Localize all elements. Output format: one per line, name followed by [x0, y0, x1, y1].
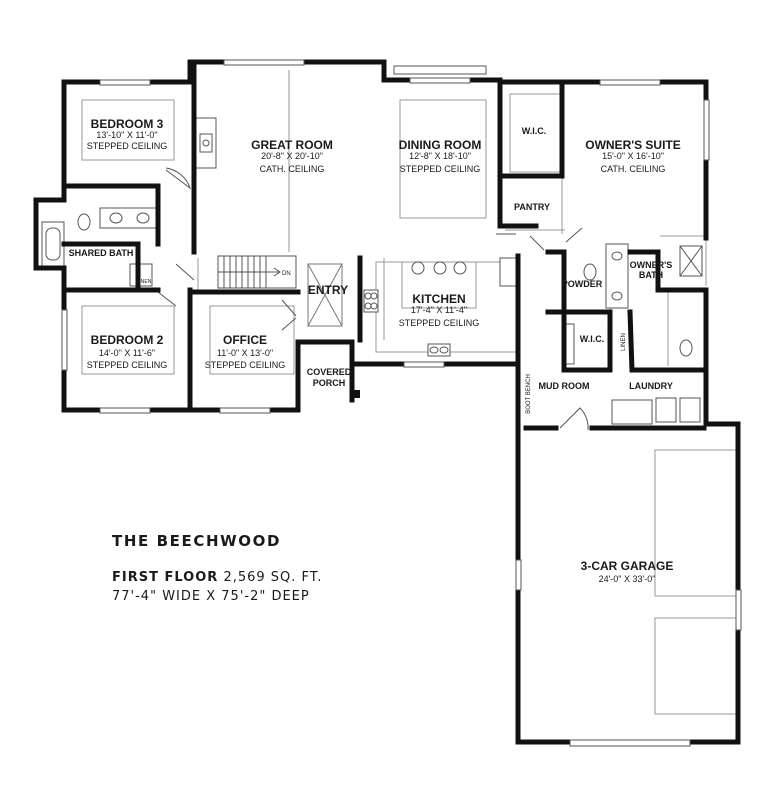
- overall-dimensions: 77'-4" WIDE X 75'-2" DEEP: [112, 589, 310, 604]
- door-swings: [157, 167, 589, 431]
- plan-title-block: THE BEECHWOOD FIRST FLOOR 2,569 SQ. FT. …: [112, 532, 372, 606]
- entry-rug: [307, 263, 343, 327]
- great-room-size: 20'-8" X 20'-10": [261, 151, 323, 161]
- bedroom2-name: BEDROOM 2: [91, 333, 164, 347]
- wic-owner-label: W.I.C.: [522, 126, 547, 136]
- floor-area: 2,569 SQ. FT.: [223, 570, 323, 585]
- boot-bench-label: BOOT BENCH: [526, 374, 532, 414]
- shared-bath-label: SHARED BATH: [69, 248, 134, 258]
- bedroom2-size: 14'-0" X 11'-6": [99, 348, 155, 358]
- great-room-ceiling: CATH. CEILING: [260, 164, 325, 174]
- staircase: [217, 255, 297, 289]
- floor-area-line: FIRST FLOOR 2,569 SQ. FT.: [112, 568, 372, 587]
- covered-porch-label-1: COVERED: [307, 367, 352, 377]
- linen-mud-label: LINEN: [621, 333, 627, 351]
- floor-label: FIRST FLOOR: [112, 570, 219, 585]
- owners-suite-ceiling: CATH. CEILING: [601, 164, 666, 174]
- kitchen-ceiling: STEPPED CEILING: [399, 318, 480, 328]
- linen-hall-label: LINEN: [137, 279, 152, 285]
- windows: [61, 59, 742, 747]
- great-room-name: GREAT ROOM: [251, 138, 333, 152]
- stair-dn-label: DN: [282, 271, 291, 277]
- owners-suite-name: OWNER'S SUITE: [585, 138, 681, 152]
- powder-label: POWDER: [562, 279, 603, 289]
- garage-size: 24'-0" X 33'-0": [599, 574, 656, 584]
- porch-post: [352, 390, 360, 398]
- office-size: 11'-0" X 13'-0": [217, 348, 273, 358]
- bedroom3-ceiling: STEPPED CEILING: [87, 141, 168, 151]
- plan-name: THE BEECHWOOD: [112, 532, 282, 550]
- bedroom2-ceiling: STEPPED CEILING: [87, 360, 168, 370]
- laundry-label: LAUNDRY: [629, 381, 673, 391]
- mud-room-label: MUD ROOM: [539, 381, 590, 391]
- bedroom3-name: BEDROOM 3: [91, 117, 164, 131]
- wic-mud-label: W.I.C.: [580, 334, 605, 344]
- dining-room-size: 12'-8" X 18'-10": [409, 151, 471, 161]
- covered-porch-label-2: PORCH: [313, 378, 346, 388]
- office-ceiling: STEPPED CEILING: [205, 360, 286, 370]
- owners-bath-label-1: OWNER'S: [630, 260, 673, 270]
- dining-room-name: DINING ROOM: [399, 138, 482, 152]
- kitchen-size: 17'-4" X 11'-4": [411, 305, 467, 315]
- office-name: OFFICE: [223, 333, 267, 347]
- entry-label: ENTRY: [308, 283, 348, 297]
- kitchen-name: KITCHEN: [412, 292, 465, 306]
- garage-name: 3-CAR GARAGE: [581, 559, 674, 573]
- owners-bath-label-2: BATH: [639, 270, 663, 280]
- dining-room-ceiling: STEPPED CEILING: [400, 164, 481, 174]
- owners-suite-size: 15'-0" X 16'-10": [602, 151, 664, 161]
- bedroom3-size: 13'-10" X 11'-0": [96, 130, 157, 140]
- pantry-label: PANTRY: [514, 202, 550, 212]
